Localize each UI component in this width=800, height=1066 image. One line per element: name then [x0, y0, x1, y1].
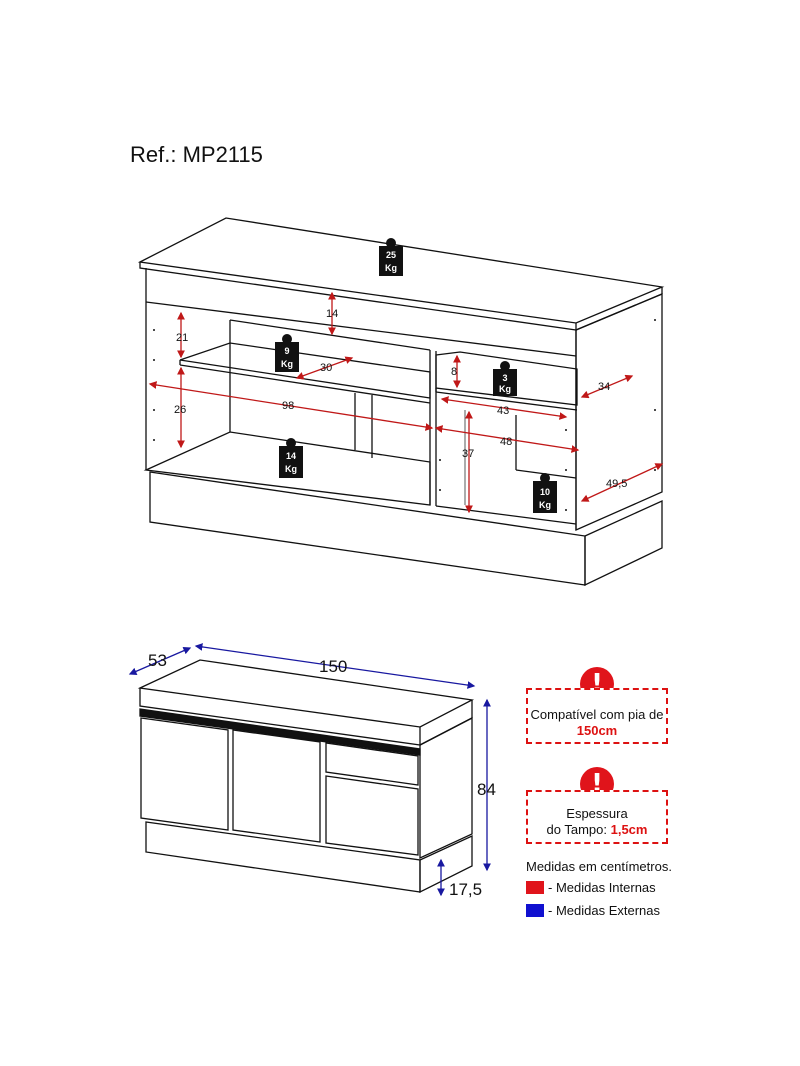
top-note-value: 1,5cm [610, 822, 648, 837]
weight-tag-shelf: 9 Kg [275, 334, 299, 372]
reference-code: Ref.: MP2115 [130, 142, 263, 167]
dim-width: 150 [319, 657, 347, 676]
external-dimension-labels: 53 150 84 17,5 [148, 651, 496, 899]
top-thickness-note: Espessura do Tampo: 1,5cm [526, 790, 668, 844]
svg-text:Kg: Kg [385, 263, 397, 273]
dim-height: 84 [477, 780, 496, 799]
dim-14: 14 [326, 308, 338, 320]
external-dimension-arrows [128, 643, 491, 897]
legend-internal: - Medidas Internas [526, 880, 656, 895]
dim-98: 98 [282, 400, 294, 412]
legend-external: - Medidas Externas [526, 903, 660, 918]
top-note-line1: Espessura [566, 806, 628, 821]
internal-dimension-labels: 14 21 26 30 98 8 43 48 37 34 49,5 [174, 308, 627, 490]
pin-holes [153, 319, 656, 511]
weight-tag-right: 10 Kg [533, 473, 557, 513]
weight-tag-floor: 14 Kg [279, 438, 303, 478]
dim-43: 43 [497, 405, 509, 417]
svg-text:Kg: Kg [499, 384, 511, 394]
internal-color-swatch [526, 881, 544, 894]
svg-text:3: 3 [502, 373, 507, 383]
dim-49-5: 49,5 [606, 478, 627, 490]
internal-dimension-arrows [148, 291, 664, 514]
svg-text:9: 9 [284, 346, 289, 356]
weight-tag-top: 25 Kg [379, 238, 403, 276]
svg-text:Kg: Kg [281, 359, 293, 369]
dim-37: 37 [462, 448, 474, 460]
closed-cabinet-drawing [137, 659, 475, 894]
svg-text:14: 14 [286, 451, 296, 461]
weight-tag-drawer: 3 Kg [493, 361, 517, 396]
dim-8: 8 [451, 366, 457, 378]
sink-note-value: 150cm [576, 723, 618, 738]
dim-34: 34 [598, 381, 610, 393]
dim-30: 30 [320, 362, 332, 374]
dim-depth: 53 [148, 651, 167, 670]
external-color-swatch [526, 904, 544, 917]
sink-note-text: Compatível com pia de [530, 707, 664, 722]
dim-base: 17,5 [449, 880, 482, 899]
svg-text:25: 25 [386, 250, 396, 260]
svg-text:10: 10 [540, 487, 550, 497]
top-note-line2: do Tampo: [546, 822, 607, 837]
legend-title: Medidas em centímetros. [526, 859, 672, 874]
sink-note: Compatível com pia de 150cm [526, 688, 668, 744]
dim-26: 26 [174, 404, 186, 416]
svg-text:Kg: Kg [539, 500, 551, 510]
dim-21: 21 [176, 332, 188, 344]
dim-48: 48 [500, 436, 512, 448]
svg-text:Kg: Kg [285, 464, 297, 474]
